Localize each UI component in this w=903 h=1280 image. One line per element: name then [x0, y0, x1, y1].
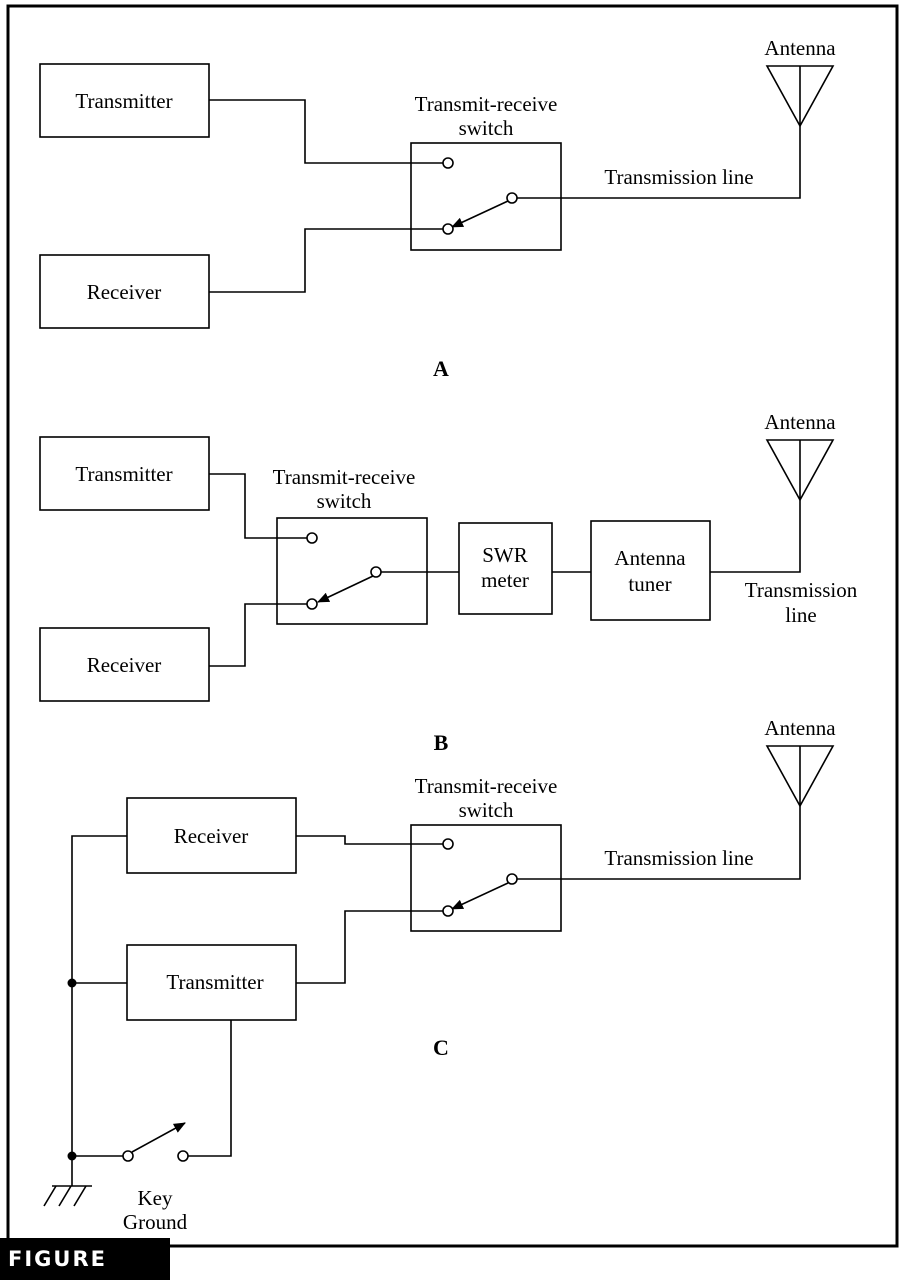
antenna-tuner-label-line2: tuner: [628, 572, 671, 596]
receiver-box: [39, 254, 210, 329]
transmitter-wire: [296, 910, 443, 984]
receiver-wire: [209, 603, 307, 667]
transmission-line-label-line2: line: [785, 603, 817, 627]
key-label: Key: [138, 1186, 173, 1210]
transmission-line-wire: [517, 126, 801, 199]
receiver-box: [39, 627, 210, 702]
switch-terminal-tx: [442, 905, 454, 917]
switch-terminal-common: [506, 192, 518, 204]
transmission-line-label: Transmission line: [604, 846, 753, 870]
transmitter-label: Transmitter: [75, 462, 172, 486]
tr-switch-label-line2: switch: [459, 116, 514, 140]
tr-switch-box: [276, 517, 428, 625]
antenna-icon: [765, 745, 835, 808]
switch-terminal-tx: [306, 532, 318, 544]
ground-symbol-icon: [43, 1185, 92, 1207]
switch-arm: [317, 575, 374, 603]
key-transmitter-wire: [188, 1020, 232, 1157]
receiver-label: Receiver: [87, 280, 162, 304]
diagram-c: Receiver Transmitter Transmit-receive sw…: [43, 716, 836, 1234]
key-terminal-right: [177, 1150, 189, 1162]
diagram-b: Transmitter Receiver Transmit-receive sw…: [39, 410, 858, 755]
switch-terminal-rx: [306, 598, 318, 610]
antenna-icon: [765, 439, 835, 502]
switch-arm: [451, 200, 509, 228]
receiver-label: Receiver: [87, 653, 162, 677]
tr-switch-label-line1: Transmit-receive: [273, 465, 416, 489]
transmission-line-label-line1: Transmission: [745, 578, 858, 602]
transmitter-box: [39, 436, 210, 511]
panel-label-a: A: [433, 356, 449, 381]
transmitter-label: Transmitter: [166, 970, 263, 994]
receiver-wire: [296, 835, 443, 845]
swr-meter-box: [458, 522, 553, 615]
antenna-label: Antenna: [764, 36, 836, 60]
switch-arm: [451, 882, 509, 910]
transmitter-box: [39, 63, 210, 138]
key-arm: [131, 1122, 186, 1153]
diagram-a: Transmitter Receiver Transmit-receive sw…: [39, 36, 836, 381]
swr-meter-label-line2: meter: [481, 568, 529, 592]
panel-label-b: B: [434, 730, 449, 755]
switch-terminal-common: [506, 873, 518, 885]
antenna-tuner-label-line1: Antenna: [614, 546, 686, 570]
switch-terminal-common: [370, 566, 382, 578]
figure-border: [6, 4, 899, 1248]
transmitter-label: Transmitter: [75, 89, 172, 113]
switch-terminal-rx: [442, 838, 454, 850]
tr-switch-label-line2: switch: [459, 798, 514, 822]
junction-dot: [67, 978, 77, 988]
switch-terminal-rx: [442, 223, 454, 235]
antenna-label: Antenna: [764, 716, 836, 740]
receiver-wire: [209, 228, 443, 293]
transmission-line-wire: [517, 806, 801, 880]
antenna-label: Antenna: [764, 410, 836, 434]
tr-switch-label-line1: Transmit-receive: [415, 774, 558, 798]
switch-terminal-tx: [442, 157, 454, 169]
swr-meter-label-line1: SWR: [482, 543, 528, 567]
transmitter-wire: [209, 473, 307, 539]
transmission-line-label: Transmission line: [604, 165, 753, 189]
ground-label: Ground: [123, 1210, 188, 1234]
transmitter-wire: [209, 99, 443, 164]
tr-switch-label-line2: switch: [317, 489, 372, 513]
antenna-tuner-box: [590, 520, 711, 621]
key-terminal-left: [122, 1150, 134, 1162]
ground-bus-wire: [71, 835, 127, 1186]
receiver-label: Receiver: [174, 824, 249, 848]
tr-switch-box: [410, 824, 562, 932]
tr-switch-label-line1: Transmit-receive: [415, 92, 558, 116]
tr-switch-box: [410, 142, 562, 251]
antenna-icon: [765, 65, 835, 128]
transmission-line-wire: [710, 500, 801, 573]
figure-label: FIGURE 10.29: [0, 1238, 170, 1280]
panel-label-c: C: [433, 1035, 449, 1060]
